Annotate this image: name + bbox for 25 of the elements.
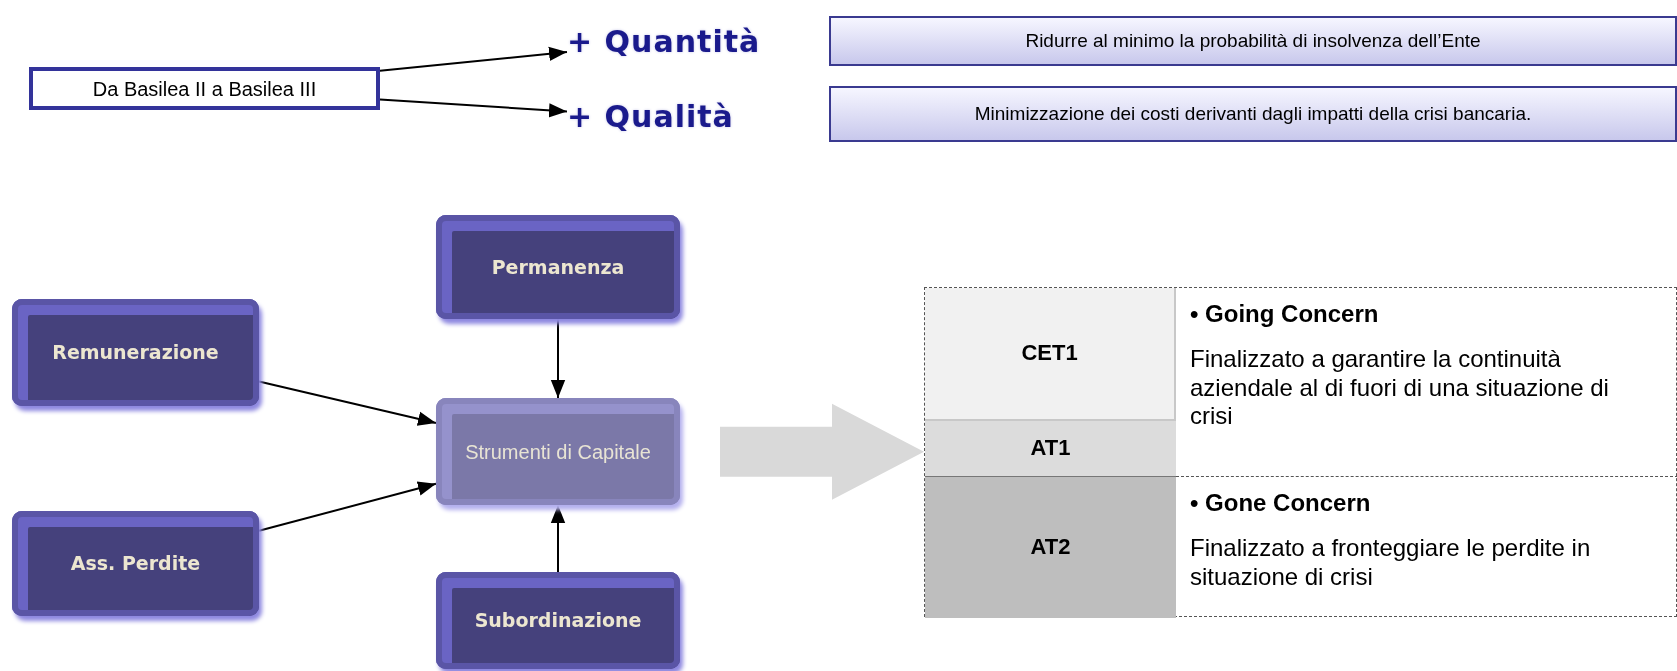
table-cell: AT2	[925, 477, 1176, 618]
heading-text: + Quantità	[567, 24, 767, 60]
raised-box: Strumenti di Capitale	[436, 398, 680, 505]
cell-text: Finalizzato a fronteggiare le perdite in situazione di crisi	[1190, 533, 1592, 592]
cell-text: Finalizzato a garantire la continuità aziendale al di fuori di una situazione di crisi	[1190, 344, 1610, 432]
gradient-band: Minimizzazione dei costi derivanti dagli impatti della crisi bancaria.	[829, 86, 1677, 142]
block-arrow	[720, 403, 924, 500]
table-frame	[924, 287, 1677, 617]
arrow	[379, 98, 568, 118]
gradient-band: Ridurre al minimo la probabilità di insolvenza dell’Ente	[829, 16, 1677, 66]
arrow	[258, 380, 437, 426]
arrow	[258, 481, 437, 532]
cell-heading: • Gone Concern	[1190, 489, 1371, 518]
arrow	[550, 318, 566, 399]
cell-heading: • Going Concern	[1190, 300, 1379, 329]
text-box: Da Basilea II a Basilea III	[29, 67, 380, 110]
table-cell: CET1	[925, 288, 1176, 421]
arrow	[550, 504, 566, 573]
raised-box: Ass. Perdite	[12, 511, 259, 616]
raised-box: Permanenza	[436, 215, 680, 319]
table-cell: AT1	[925, 421, 1176, 477]
raised-box: Remunerazione	[12, 299, 259, 406]
arrow	[379, 46, 568, 72]
raised-box: Subordinazione	[436, 572, 680, 669]
heading-text: + Qualità	[567, 99, 742, 135]
